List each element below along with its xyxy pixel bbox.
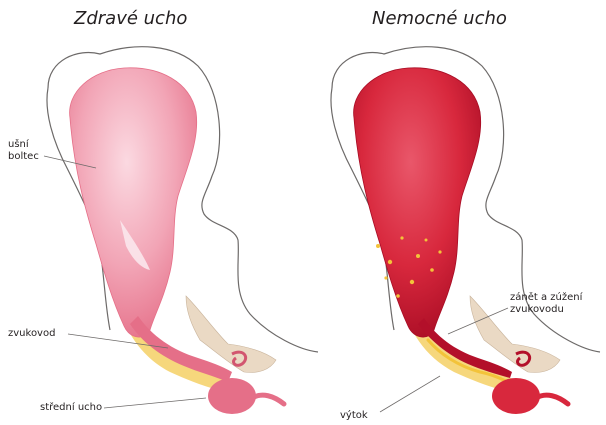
leader-middle-ear	[104, 398, 206, 408]
leader-discharge	[380, 376, 440, 412]
sick-middle-ear	[492, 378, 540, 414]
label-inflammation: zánět a zúžení zvukovodu	[510, 292, 582, 316]
label-auricle-line2: boltec	[8, 151, 39, 163]
label-inflammation-line1: zánět a zúžení	[510, 292, 582, 304]
sick-ear	[331, 47, 600, 414]
label-middle-ear: střední ucho	[40, 402, 102, 414]
healthy-ear	[47, 47, 318, 414]
label-ear-canal: zvukovod	[8, 328, 55, 340]
sick-auricle	[354, 68, 481, 337]
label-auricle: ušní boltec	[8, 139, 39, 163]
sick-eustachian-tube	[536, 395, 568, 404]
label-inflammation-line2: zvukovodu	[510, 304, 582, 316]
healthy-auricle	[70, 68, 197, 337]
label-discharge: výtok	[340, 410, 368, 422]
healthy-eustachian-tube	[252, 395, 284, 404]
healthy-middle-ear	[208, 378, 256, 414]
label-auricle-line1: ušní	[8, 139, 39, 151]
